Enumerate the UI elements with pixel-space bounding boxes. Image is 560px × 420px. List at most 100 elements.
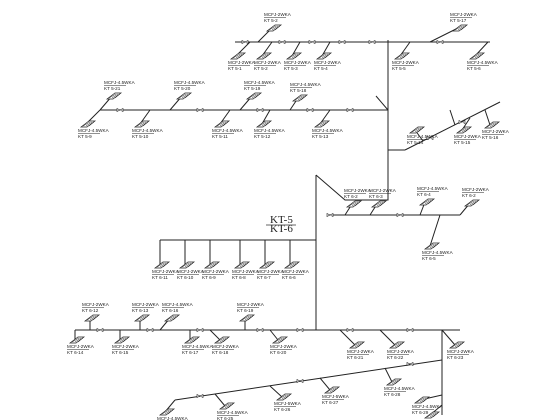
unit-hatch bbox=[322, 121, 329, 127]
unit-tag-label: KT 6-26 bbox=[274, 407, 291, 412]
unit-hatch bbox=[92, 315, 99, 321]
unit-model-label: MCFJ-4.5WKA bbox=[212, 128, 244, 133]
unit-model-label: MCFJ-2WKA bbox=[82, 302, 110, 307]
unit-tag-label: KT 5-6 bbox=[467, 66, 481, 71]
unit-hatch bbox=[184, 93, 191, 99]
unit-hatch bbox=[181, 262, 190, 268]
unit-hatch bbox=[286, 262, 295, 268]
unit-hatch bbox=[108, 93, 117, 99]
unit-hatch bbox=[280, 337, 287, 343]
unit-hatch bbox=[235, 53, 243, 59]
unit-hatch bbox=[466, 200, 475, 206]
unit-tag-label: KT 6-28 bbox=[384, 392, 401, 397]
unit-hatch bbox=[294, 95, 303, 101]
valve-symbol bbox=[346, 108, 354, 112]
unit-model-label: MCFJ-2WKA bbox=[132, 302, 160, 307]
unit-model-label: MCFJ-2WKA bbox=[482, 129, 510, 134]
unit-hatch bbox=[219, 121, 227, 127]
unit-tag-label: KT 6-2 bbox=[344, 194, 358, 199]
unit-hatch bbox=[284, 394, 291, 400]
unit-hatch bbox=[291, 53, 299, 59]
unit-hatch bbox=[71, 337, 80, 343]
unit-hatch bbox=[139, 315, 147, 321]
unit-tag-label: KT 5-14 bbox=[407, 140, 424, 145]
unit-hatch bbox=[181, 93, 189, 99]
unit-hatch bbox=[451, 342, 460, 348]
unit-hatch bbox=[219, 337, 227, 343]
unit-model-label: MCFJ-4.5WKA bbox=[254, 128, 286, 133]
unit-hatch bbox=[209, 262, 217, 268]
unit-hatch bbox=[318, 53, 327, 59]
unit-hatch bbox=[172, 315, 179, 321]
unit-model-label: MCFJ-4.5WKA bbox=[422, 250, 454, 255]
unit-tag-label: KT 5-3 bbox=[284, 66, 298, 71]
unit-hatch bbox=[271, 25, 279, 31]
unit-hatch bbox=[472, 200, 479, 206]
unit-hatch bbox=[248, 93, 257, 99]
unit-hatch bbox=[324, 53, 331, 59]
unit-hatch bbox=[261, 121, 269, 127]
unit-hatch bbox=[187, 262, 194, 268]
unit-hatch bbox=[206, 262, 215, 268]
unit-hatch bbox=[264, 262, 272, 268]
unit-tag-label: KT 6-11 bbox=[152, 275, 168, 280]
unit-model-label: MCFJ-2WKA bbox=[177, 269, 205, 274]
unit-hatch bbox=[432, 243, 439, 249]
unit-tag-label: KT 6-13 bbox=[132, 308, 149, 313]
unit-tag-label: KT 6-14 bbox=[67, 350, 84, 355]
unit-hatch bbox=[414, 127, 422, 133]
valve-symbol bbox=[278, 40, 286, 44]
riser-label-lower: KT-6 bbox=[270, 223, 293, 235]
unit-hatch bbox=[464, 127, 471, 133]
unit-model-label: MCFJ-4.5WKA bbox=[290, 82, 322, 87]
unit-hatch bbox=[469, 200, 477, 206]
unit-hatch bbox=[429, 412, 437, 418]
unit-hatch bbox=[169, 315, 177, 321]
unit-hatch bbox=[254, 93, 261, 99]
valve-symbol bbox=[296, 379, 304, 383]
unit-model-label: MCFJ-4.5WKA bbox=[157, 416, 189, 420]
unit-hatch bbox=[351, 342, 360, 348]
unit-hatch bbox=[166, 315, 175, 321]
unit-tag-label: KT 6-20 bbox=[270, 350, 287, 355]
unit-tag-label: KT 6-25 bbox=[217, 416, 234, 420]
unit-hatch bbox=[89, 315, 97, 321]
unit-model-label: MCFJ-5WKA bbox=[274, 401, 302, 406]
valve-symbol bbox=[256, 328, 264, 332]
unit-model-label: MCFJ-4.5WKA bbox=[407, 134, 439, 139]
unit-model-label: MCFJ-2WKA bbox=[462, 187, 490, 192]
unit-tag-label: KT 6-27 bbox=[322, 400, 339, 405]
unit-tag-label: KT 5-2 bbox=[264, 18, 278, 23]
unit-tag-label: KT 5-5 bbox=[392, 66, 406, 71]
unit-tag-label: KT 5-18 bbox=[290, 88, 307, 93]
unit-hatch bbox=[474, 53, 482, 59]
unit-model-label: MCFJ-5WKA bbox=[322, 394, 350, 399]
unit-hatch bbox=[221, 403, 230, 409]
unit-hatch bbox=[294, 53, 301, 59]
unit-hatch bbox=[426, 243, 435, 249]
unit-tag-label: KT 5-17 bbox=[450, 18, 467, 23]
unit-hatch bbox=[391, 379, 399, 385]
unit-tag-label: KT 6-6 bbox=[282, 275, 296, 280]
unit-hatch bbox=[373, 201, 382, 207]
unit-hatch bbox=[241, 315, 250, 321]
valve-symbol bbox=[346, 328, 354, 332]
unit-tag-label: KT 5-21 bbox=[104, 86, 121, 91]
